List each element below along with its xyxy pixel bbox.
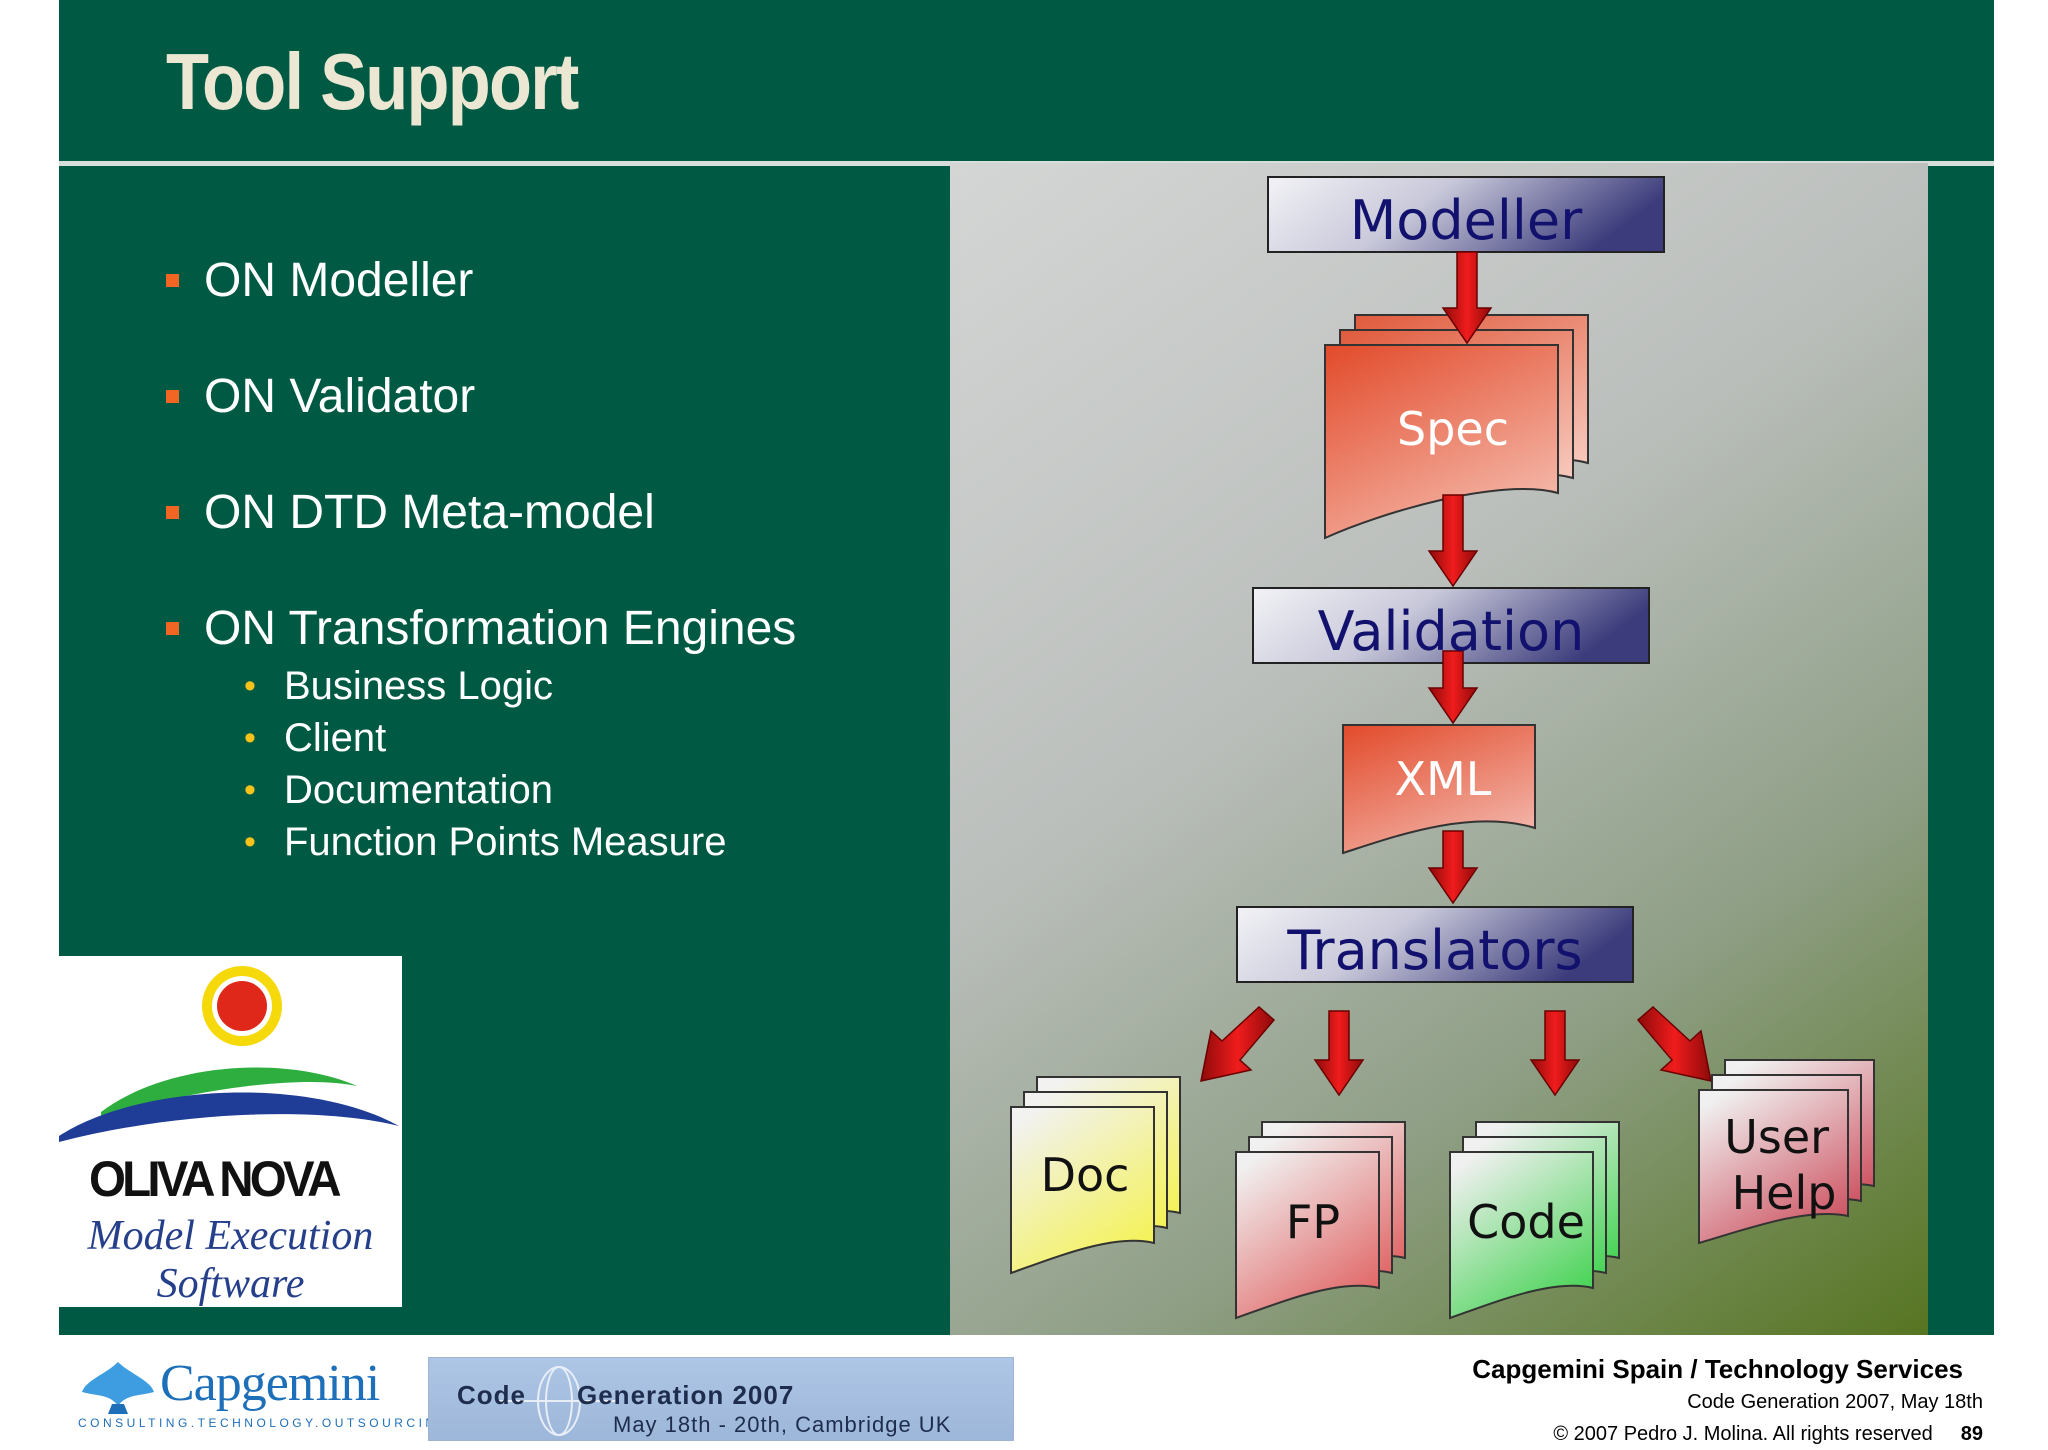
arrow-to-fp-icon — [1313, 1010, 1365, 1097]
arrow-spec-to-validation-icon — [1427, 494, 1479, 588]
page-number: 89 — [1960, 1423, 1983, 1445]
bullet-item: ON Validator — [160, 368, 940, 426]
xml-label: XML — [1395, 752, 1492, 806]
sub-bullet-text: Function Points Measure — [284, 820, 727, 864]
sub-bullet-item: • Business Logic — [160, 660, 940, 712]
sub-bullet-list: • Business Logic • Client • Documentation •… — [160, 660, 940, 868]
slide-title: Tool Support — [166, 37, 579, 126]
dot-bullet-icon: • — [244, 667, 256, 705]
conference-banner: Code Generation 2007 May 18th - 20th, Ca… — [428, 1357, 1014, 1441]
fp-output-stack — [1235, 1121, 1406, 1320]
dot-bullet-icon: • — [244, 771, 256, 809]
code-output-stack — [1449, 1121, 1620, 1320]
dot-bullet-icon: • — [244, 823, 256, 861]
banner-date: May 18th - 20th, Cambridge UK — [613, 1412, 952, 1437]
footer-event: Code Generation 2007, May 18th — [1687, 1391, 1983, 1413]
square-bullet-icon — [166, 274, 179, 287]
oliva-subtitle-line2: Software — [156, 1261, 305, 1307]
square-bullet-icon — [166, 506, 179, 519]
capgemini-logo: Capgemini CONSULTING.TECHNOLOGY.OUTSOURC… — [78, 1355, 447, 1438]
ring-icon — [545, 1366, 573, 1436]
bullet-list: ON Modeller ON Validator ON DTD Meta-mod… — [160, 252, 940, 868]
code-label: Code — [1467, 1195, 1585, 1249]
validation-label: Validation — [1318, 600, 1585, 663]
dot-bullet-icon: • — [244, 719, 256, 757]
arrow-modeller-to-spec-icon — [1441, 251, 1493, 345]
square-bullet-icon — [166, 622, 179, 635]
sub-bullet-text: Business Logic — [284, 664, 554, 708]
translators-label: Translators — [1286, 919, 1582, 982]
spade-icon — [82, 1362, 154, 1414]
bullet-item: ON Modeller — [160, 252, 940, 310]
arrow-to-doc-icon — [1200, 1005, 1276, 1082]
modeller-label: Modeller — [1350, 189, 1583, 252]
footer-copyright: © 2007 Pedro J. Molina. All rights reser… — [1553, 1423, 1933, 1445]
capgemini-tagline: CONSULTING.TECHNOLOGY.OUTSOURCING — [78, 1416, 451, 1430]
sub-bullet-text: Client — [284, 716, 387, 760]
arrow-xml-to-translators-icon — [1427, 830, 1479, 905]
banner-title-generation: Generation 2007 — [577, 1380, 795, 1410]
oliva-subtitle-line1: Model Execution — [87, 1213, 374, 1259]
bullet-text: ON Transformation Engines — [204, 602, 797, 655]
arrow-to-user-help-icon — [1636, 1005, 1712, 1082]
sub-bullet-text: Documentation — [284, 768, 554, 812]
oliva-nova-logo: OLIVA NOVA Model Execution Software — [59, 956, 402, 1307]
slide-footer: Capgemini Spain / Technology Services Co… — [1472, 1352, 1983, 1450]
xml-document — [1342, 724, 1536, 855]
arrow-validation-to-xml-icon — [1427, 650, 1479, 725]
sub-bullet-item: • Documentation — [160, 764, 940, 816]
flow-diagram: Modeller Validation Translators Spec XML… — [1010, 176, 1875, 1320]
translators-box — [1236, 906, 1634, 983]
user-help-output-stack — [1698, 1059, 1875, 1245]
banner-title-code: Code — [457, 1380, 526, 1410]
doc-output-stack — [1010, 1076, 1181, 1275]
bullet-text: ON Validator — [204, 370, 476, 423]
bullet-item: ON DTD Meta-model — [160, 484, 940, 542]
footer-company: Capgemini Spain / Technology Services — [1472, 1354, 1963, 1384]
bullet-item: ON Transformation Engines — [160, 600, 940, 658]
doc-label: Doc — [1041, 1148, 1130, 1202]
arrow-to-code-icon — [1529, 1010, 1581, 1097]
sub-bullet-item: • Client — [160, 712, 940, 764]
sun-landscape-icon — [59, 966, 399, 1142]
bullet-text: ON DTD Meta-model — [204, 486, 655, 539]
spec-label: Spec — [1397, 402, 1509, 456]
modeller-box — [1267, 176, 1665, 253]
spec-document-stack — [1324, 314, 1589, 540]
oliva-nova-wordmark: OLIVA NOVA — [89, 1151, 342, 1207]
square-bullet-icon — [166, 390, 179, 403]
user-help-label: User Help — [1724, 1110, 1843, 1220]
bullet-text: ON Modeller — [204, 254, 474, 307]
fp-label: FP — [1286, 1195, 1340, 1249]
capgemini-wordmark: Capgemini — [160, 1355, 380, 1412]
footer-copyright-line: © 2007 Pedro J. Molina. All rights reser… — [1472, 1418, 1983, 1450]
sub-bullet-item: • Function Points Measure — [160, 816, 940, 868]
